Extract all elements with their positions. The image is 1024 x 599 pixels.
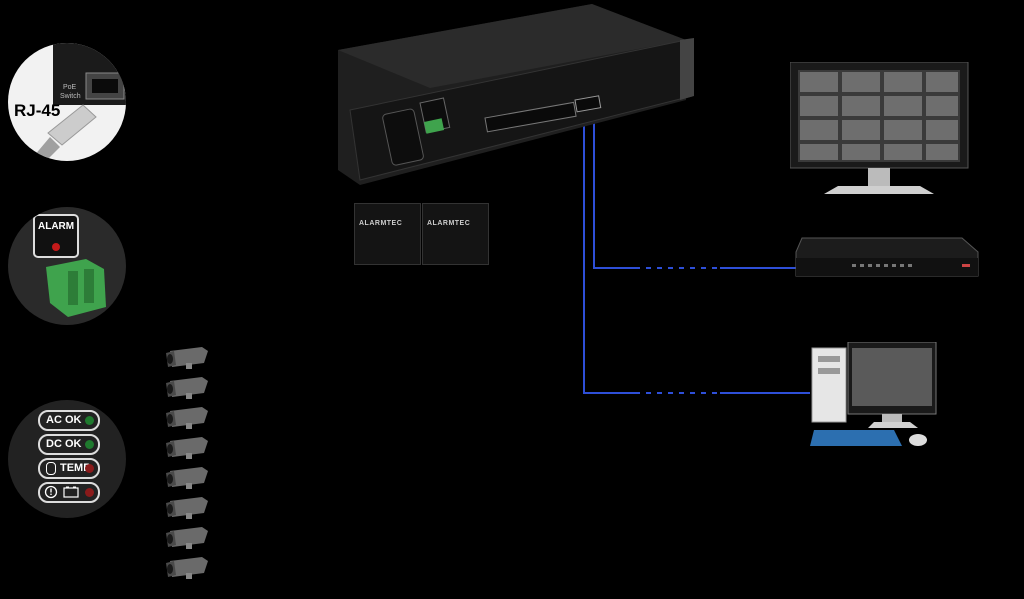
battery-2-brand: ALARMTEC — [427, 220, 470, 227]
desktop-computer-icon — [810, 342, 940, 454]
monitor-icon — [790, 62, 972, 196]
poe-switch-rack — [330, 0, 710, 190]
nvr-recorder-icon — [792, 236, 982, 282]
battery-1: ALARMTEC — [354, 203, 421, 265]
battery-2: ALARMTEC — [422, 203, 489, 265]
battery-1-brand: ALARMTEC — [359, 220, 402, 227]
